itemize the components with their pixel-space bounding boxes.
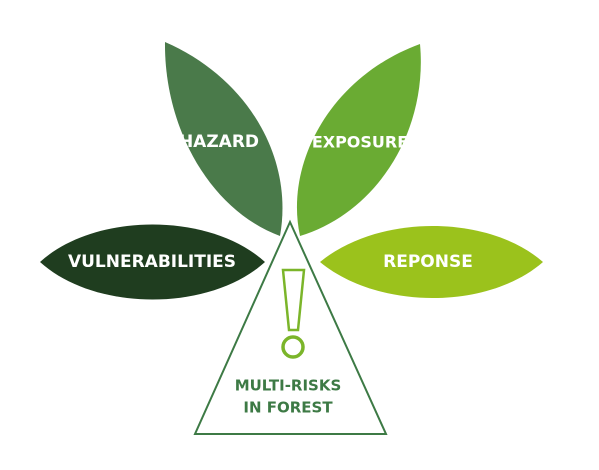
hazard-leaf: HAZARD xyxy=(164,42,283,236)
center-label-line2: IN FOREST xyxy=(243,399,333,417)
triangle-outline xyxy=(193,219,388,435)
multi-risk-triangle: MULTI-RISKS IN FOREST xyxy=(193,219,388,435)
exclamation-dot xyxy=(281,335,305,359)
response-label: REPONSE xyxy=(383,252,473,272)
exclamation-bar xyxy=(281,268,306,332)
center-label-line1: MULTI-RISKS xyxy=(235,377,342,395)
response-leaf: REPONSE xyxy=(320,226,543,298)
hazard-label: HAZARD xyxy=(179,132,259,152)
exclamation-mark-icon xyxy=(281,268,306,359)
exposure-leaf: EXPOSURE xyxy=(296,44,421,236)
vulnerabilities-leaf-shape xyxy=(40,224,265,300)
exposure-leaf-shape xyxy=(296,44,421,236)
vulnerabilities-label: VULNERABILITIES xyxy=(68,252,236,272)
response-leaf-shape xyxy=(320,226,543,298)
vulnerabilities-leaf: VULNERABILITIES xyxy=(40,224,265,300)
exposure-label: EXPOSURE xyxy=(312,133,408,152)
hazard-leaf-shape xyxy=(164,42,283,236)
